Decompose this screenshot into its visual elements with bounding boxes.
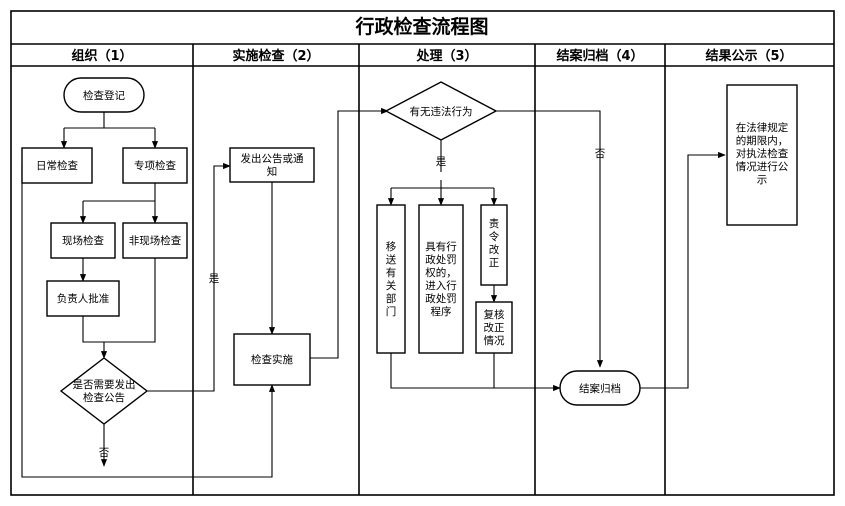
edge-routine-loop — [21, 166, 276, 478]
lane-header-archive: 结案归档（4） — [556, 48, 643, 64]
node-publicize: 在法律规定 的期限内， 对执法检查 情况进行公 示 — [726, 84, 798, 226]
node-punish-line-5: 政处罚 — [425, 292, 457, 305]
node-transfer-line-6: 门 — [386, 305, 397, 318]
node-publicize-line-3: 对执法检查 — [736, 147, 789, 160]
node-routine-label: 日常检查 — [36, 159, 78, 172]
node-rectify-line-1: 责 — [489, 217, 500, 230]
node-punish-line-4: 进入行 — [425, 279, 457, 292]
node-onsite-label: 现场检查 — [62, 234, 104, 247]
swimlane-frame — [10, 10, 835, 496]
lane-header-organize: 组织（1） — [71, 48, 132, 64]
node-review: 复核 改正 情况 — [475, 301, 513, 354]
node-punish: 具有行 政处罚 权的， 进入行 政处罚 程序 — [418, 204, 464, 354]
node-publicize-line-1: 在法律规定 — [736, 121, 789, 134]
node-routine: 日常检查 — [21, 147, 93, 184]
node-punish-line-1: 具有行 — [425, 240, 457, 253]
node-archive: 结案归档 — [559, 370, 641, 406]
node-publicize-line-5: 示 — [757, 174, 768, 186]
node-notice: 发出公告或通 知 — [229, 147, 315, 183]
edge-label-no-notice: 否 — [99, 447, 110, 459]
edge-register-split — [64, 112, 155, 129]
node-implement-label: 检查实施 — [251, 353, 293, 366]
edge-archive-publicize — [640, 151, 726, 389]
node-review-line-1: 复核 — [484, 308, 505, 321]
node-need-notice-line-1: 是否需要发出 — [73, 378, 136, 391]
node-transfer-line-4: 关 — [386, 279, 397, 292]
edge-label-no-violation: 否 — [595, 148, 606, 160]
node-offsite: 非现场检查 — [122, 222, 188, 259]
node-violation: 有无违法行为 — [384, 81, 498, 141]
edge-offsite-decision — [104, 258, 156, 343]
node-need-notice: 是否需要发出 检查公告 — [59, 357, 149, 425]
node-violation-label: 有无违法行为 — [410, 105, 473, 118]
node-special-label: 专项检查 — [134, 159, 176, 172]
lane-header-handle: 处理（3） — [415, 48, 477, 64]
node-rectify-line-4: 正 — [489, 257, 500, 269]
node-need-notice-line-2: 检查公告 — [83, 391, 125, 404]
node-transfer-line-5: 部 — [386, 292, 397, 305]
node-transfer-line-1: 移 — [386, 240, 397, 253]
node-notice-line-2: 知 — [267, 165, 278, 178]
node-archive-label: 结案归档 — [579, 382, 621, 395]
node-publicize-line-4: 情况进行公 — [736, 160, 789, 173]
node-register-label: 检查登记 — [83, 89, 125, 102]
node-approval: 负责人批准 — [46, 280, 120, 317]
lane-header-implement: 实施检查（2） — [232, 48, 319, 64]
node-transfer-line-3: 有 — [386, 266, 397, 279]
node-onsite: 现场检查 — [50, 222, 116, 259]
node-offsite-label: 非现场检查 — [129, 234, 182, 247]
node-transfer-line-2: 送 — [386, 253, 397, 266]
lane-header-publicize: 结果公示（5） — [705, 48, 792, 64]
edges — [21, 107, 726, 478]
node-implement: 检查实施 — [233, 333, 311, 386]
edge-label-yes-violation: 是 — [436, 156, 447, 168]
edge-transfer-archive — [390, 353, 561, 392]
node-notice-line-1: 发出公告或通 — [241, 152, 304, 165]
node-rectify-line-3: 改 — [489, 243, 500, 256]
node-rectify-line-2: 令 — [489, 230, 500, 243]
node-publicize-line-2: 的期限内， — [736, 134, 789, 147]
node-transfer: 移 送 有 关 部 门 — [376, 204, 406, 354]
edge-special-split — [83, 183, 156, 202]
edge-approval-decision — [82, 316, 108, 359]
node-special: 专项检查 — [122, 147, 188, 184]
diagram-title: 行政检查流程图 — [354, 15, 488, 38]
edge-implement-violation — [310, 107, 389, 359]
node-punish-line-3: 权的， — [425, 266, 457, 279]
node-punish-line-2: 政处罚 — [425, 253, 457, 266]
node-register: 检查登记 — [63, 77, 145, 113]
node-rectify: 责 令 改 正 — [480, 204, 508, 286]
node-review-line-3: 情况 — [484, 334, 505, 347]
edge-label-yes-notice: 是 — [209, 273, 220, 285]
node-punish-line-6: 程序 — [431, 305, 452, 318]
node-review-line-2: 改正 — [484, 321, 505, 334]
edge-no-violation — [496, 110, 604, 368]
node-approval-label: 负责人批准 — [57, 292, 110, 305]
edge-yes-notice — [147, 162, 231, 392]
edge-yes-violation — [391, 140, 494, 189]
